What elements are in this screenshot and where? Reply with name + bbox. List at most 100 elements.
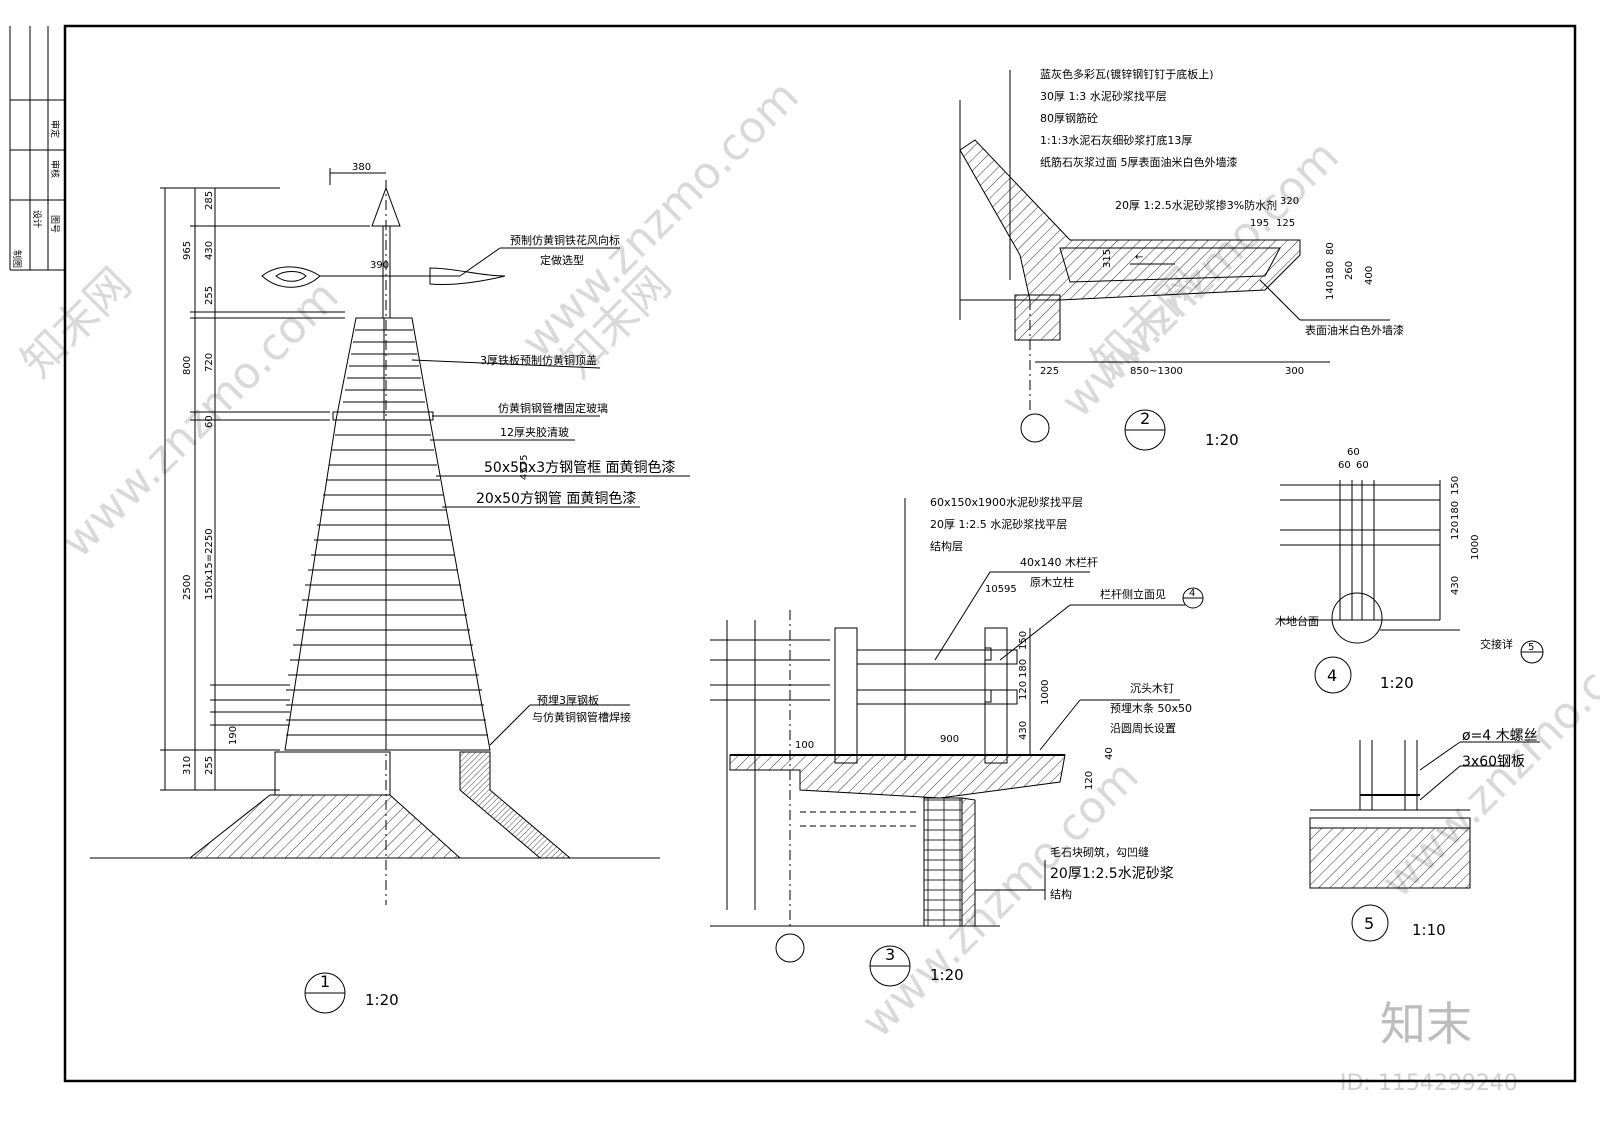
watermark-cn: 知末网: [12, 258, 141, 387]
note: 蓝灰色多彩瓦(镀锌钢钉钉于底板上): [1040, 67, 1214, 81]
note: 与仿黄铜钢管槽焊接: [532, 710, 631, 724]
detail-number: 5: [1364, 914, 1374, 933]
note: 原木立柱: [1030, 575, 1074, 589]
note: 木地台面: [1275, 614, 1319, 628]
watermark-brand: 知末: [1380, 997, 1472, 1051]
note: 结构层: [930, 539, 963, 553]
dim-label: 95: [1004, 584, 1017, 595]
dim-label: 150: [1018, 631, 1029, 650]
detail-3-railing: 60x150x1900水泥砂浆找平层 20厚 1:2.5 水泥砂浆找平层 结构层…: [710, 495, 1204, 987]
dim-label: 300: [1285, 366, 1304, 377]
dim-label: 255: [204, 756, 215, 775]
note: 3x60钢板: [1462, 754, 1525, 770]
note: 60x150x1900水泥砂浆找平层: [930, 495, 1083, 509]
dim-label: 1000: [1470, 535, 1481, 560]
dim-label: 180: [1325, 261, 1336, 280]
dim-label: 430: [204, 241, 215, 260]
dim-label: 60: [1338, 460, 1351, 471]
dim-label: 1000: [1040, 680, 1051, 705]
note: 20厚1:2.5水泥砂浆: [1050, 866, 1174, 882]
note: 预埋3厚钢板: [537, 693, 599, 707]
note: 预埋木条 50x50: [1110, 701, 1192, 715]
dim-label: 720: [204, 353, 215, 372]
note: 表面油米白色外墙漆: [1305, 323, 1404, 337]
detail-ref: 4: [1189, 588, 1195, 599]
detail-2-eave: ← 蓝灰色多彩瓦(镀锌钢钉钉于底板上) 30厚 1:3 水泥砂浆找平层 80厚钢…: [959, 67, 1404, 451]
note: 纸筋石灰浆过面 5厚表面油米白色外墙漆: [1040, 155, 1238, 169]
dim-label: 150x15=2250: [204, 528, 215, 600]
detail-scale: 1:20: [930, 966, 964, 984]
detail-number: 4: [1327, 666, 1337, 685]
title-row: 制图: [11, 250, 23, 268]
detail-tag: [1314, 656, 1352, 694]
note: 20厚 1:2.5水泥砂浆掺3%防水剂: [1115, 198, 1277, 212]
note: ø=4 木螺丝: [1462, 728, 1538, 744]
dim-label: 180: [1018, 659, 1029, 678]
dim-label: 2500: [182, 575, 193, 600]
dim-label: 60: [1356, 460, 1369, 471]
dim-label: 320: [1280, 196, 1299, 207]
detail-scale: 1:20: [1205, 431, 1239, 449]
dim-label: 430: [1450, 576, 1461, 595]
note: 沿圆周长设置: [1110, 722, 1176, 735]
title-label: 图号: [49, 215, 60, 233]
title-row: 审核: [49, 160, 61, 178]
note: 交接详: [1480, 637, 1513, 651]
dim-label: 60: [1347, 447, 1360, 458]
detail-ref: 5: [1528, 642, 1534, 653]
dim-label: 260: [1344, 261, 1355, 280]
note: 毛石块砌筑，勾凹缝: [1050, 845, 1149, 859]
note: 定做选型: [540, 253, 584, 267]
dim-label: 125: [1276, 218, 1295, 229]
note: 30厚 1:3 水泥砂浆找平层: [1040, 89, 1167, 103]
dim-label: 255: [204, 286, 215, 305]
dim-label: 285: [204, 191, 215, 210]
dim-label: 100: [795, 740, 814, 751]
title-block: 审定 审核 设计 制图 图号: [9, 26, 65, 271]
dim-label: 965: [182, 241, 193, 260]
dim-label: 120: [1084, 771, 1095, 790]
detail-scale: 1:20: [365, 991, 399, 1009]
detail-tag: [1351, 904, 1389, 942]
dim-label: 380: [352, 162, 371, 173]
dim-label: 390: [370, 260, 389, 271]
note: 40x140 木栏杆: [1020, 555, 1098, 569]
note: 20厚 1:2.5 水泥砂浆找平层: [930, 517, 1067, 531]
note: 1:1:3水泥石灰细砂浆打底13厚: [1040, 133, 1192, 147]
note: 仿黄铜钢管槽固定玻璃: [498, 401, 608, 415]
dim-label: 195: [1250, 218, 1269, 229]
note: 20x50方钢管 面黄铜色漆: [476, 490, 636, 507]
detail-4: 60 60 60 150 180 120 1000 430 木地台面 交接详 5…: [1275, 447, 1544, 694]
dim-label: 430: [1018, 721, 1029, 740]
dim-label: 310: [182, 756, 193, 775]
dim-label: 140: [1325, 281, 1336, 300]
cone-slats: [286, 434, 488, 736]
svg-text:←: ←: [1135, 252, 1143, 263]
dim-label: 60: [204, 415, 215, 428]
detail-number: 2: [1140, 409, 1150, 428]
note: 结构: [1050, 887, 1072, 901]
watermark-id: ID: 1154299240: [1340, 1071, 1518, 1096]
dim-label: 150: [1450, 476, 1461, 495]
drawing-frame: [63, 24, 1577, 1083]
dim-label: 105: [985, 584, 1004, 595]
dim-label: 180: [1450, 501, 1461, 520]
note: 预制仿黄铜铁花风向标: [510, 233, 620, 247]
note: 80厚钢筋砼: [1040, 111, 1098, 125]
title-row: 设计: [31, 210, 43, 228]
watermark-site: www.znzmo.com: [512, 71, 809, 368]
dim-label: 900: [940, 734, 959, 745]
dim-label: 4575: [519, 455, 530, 480]
detail-scale: 1:20: [1380, 674, 1414, 692]
dim-label: 120: [1450, 521, 1461, 540]
dim-label: 190: [228, 726, 239, 745]
detail-1-spire: 380 390 4575 965 800 2500 310 285 430 25…: [90, 162, 690, 1014]
dim-label: 225: [1040, 366, 1059, 377]
dim-label: 850~1300: [1130, 366, 1183, 377]
dim-label: 315: [1102, 249, 1113, 268]
detail-scale: 1:10: [1412, 921, 1446, 939]
note: 12厚夹胶清玻: [500, 425, 569, 439]
detail-5: ø=4 木螺丝 3x60钢板 5 1:10: [1309, 728, 1540, 942]
title-row: 审定: [49, 120, 61, 138]
